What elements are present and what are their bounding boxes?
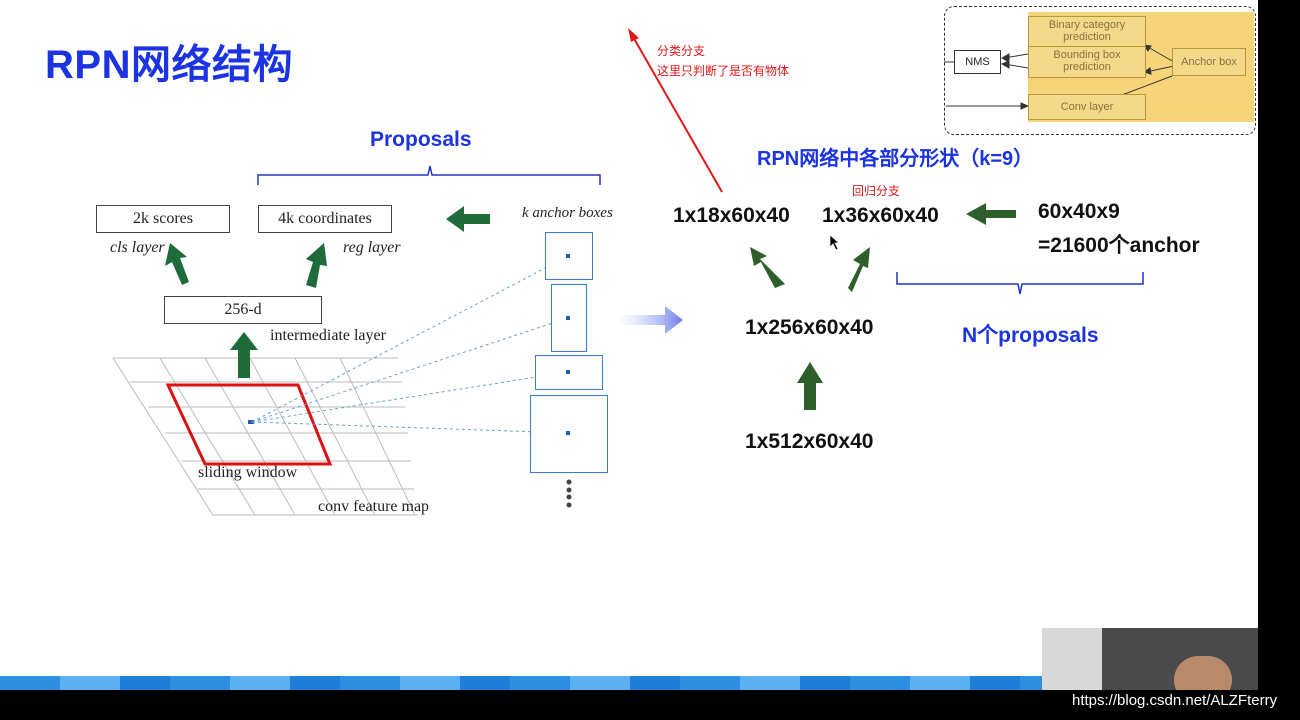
cls-shape: 1x18x60x40: [673, 204, 790, 227]
inset-conv-box: Conv layer: [1028, 94, 1146, 120]
cls-branch-note-1: 分类分支: [657, 44, 706, 58]
cls-layer-label: cls layer: [110, 239, 165, 256]
more-anchors-dots: [566, 479, 572, 508]
anchor-center: [566, 254, 570, 258]
intermediate-layer-label: intermediate layer: [270, 327, 386, 344]
inset-nms-box: NMS: [954, 50, 1001, 74]
shapes-heading: RPN网络中各部分形状（k=9）: [757, 148, 1034, 170]
diagram-graphics: [112, 28, 1144, 516]
mouse-cursor: [829, 234, 840, 251]
watermark: https://blog.csdn.net/ALZFterry: [1072, 692, 1278, 709]
inset-binary-box: Binary category prediction: [1028, 16, 1146, 48]
anchor-count-line1: 60x40x9: [1038, 200, 1120, 223]
coordinates-box: 4k coordinates: [258, 205, 392, 233]
webcam-feed: [1042, 628, 1258, 690]
reg-shape: 1x36x60x40: [822, 204, 939, 227]
side-black-bar: [1258, 0, 1300, 720]
input-shape: 1x512x60x40: [745, 430, 874, 453]
transition-arrow: [620, 306, 683, 334]
cls-branch-note-2: 这里只判断了是否有物体: [657, 64, 790, 78]
anchor-center: [566, 316, 570, 320]
green-arrows-left: [165, 206, 490, 378]
scores-box: 2k scores: [96, 205, 230, 233]
page-title: RPN网络结构: [45, 43, 293, 87]
sliding-window: [165, 383, 333, 466]
window-center: [248, 420, 254, 424]
anchor-boxes-label: k anchor boxes: [522, 205, 613, 221]
mid-shape: 1x256x60x40: [745, 316, 874, 339]
red-annotation-arrow: [631, 34, 723, 193]
sliding-window-label: sliding window: [198, 464, 298, 481]
proposals-brace: [257, 165, 601, 185]
anchor-center: [566, 370, 570, 374]
inset-anchor-box: Anchor box: [1172, 48, 1246, 76]
reg-layer-label: reg layer: [343, 239, 401, 256]
intermediate-box: 256-d: [164, 296, 322, 324]
anchor-lines: [251, 255, 569, 434]
anchor-center: [566, 431, 570, 435]
n-proposals-brace: [896, 272, 1144, 295]
n-proposals-label: N个proposals: [962, 324, 1099, 347]
inset-frame: [944, 6, 1256, 135]
proposals-label: Proposals: [370, 128, 472, 151]
anchor-count-line2: =21600个anchor: [1038, 234, 1200, 257]
reg-branch-note: 回归分支: [852, 184, 901, 198]
green-arrows-right: [750, 203, 1016, 410]
inset-bbox-box: Bounding box prediction: [1028, 46, 1146, 78]
slide: RPN网络结构: [0, 0, 1258, 690]
bottom-banner: [0, 676, 1258, 690]
feature-map-label: conv feature map: [318, 498, 430, 515]
feature-map-grid: [112, 357, 418, 516]
